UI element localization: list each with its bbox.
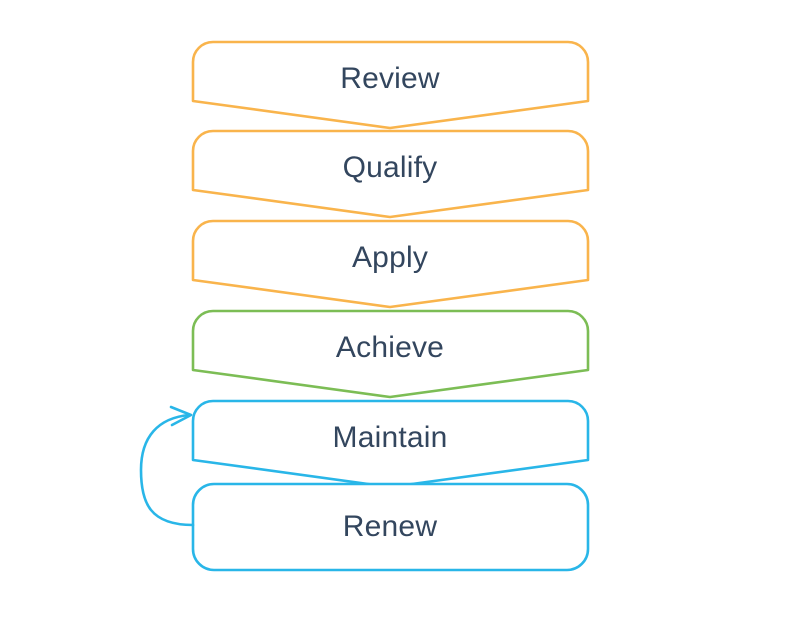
stage-review-shape[interactable] [191, 40, 590, 130]
stage-maintain-shape[interactable] [191, 399, 590, 489]
loop-curve [139, 413, 195, 527]
stage-apply-shape[interactable] [191, 219, 590, 309]
stage-maintain[interactable]: Maintain [191, 399, 590, 489]
stage-qualify-shape[interactable] [191, 129, 590, 219]
stage-review[interactable]: Review [191, 40, 590, 130]
stage-qualify[interactable]: Qualify [191, 129, 590, 219]
loop-arrowhead-icon [169, 405, 193, 427]
stage-review-label: Review [340, 62, 440, 95]
stage-qualify-label: Qualify [343, 151, 438, 184]
stage-maintain-label: Maintain [333, 421, 448, 454]
stage-renew-shape[interactable] [191, 482, 590, 572]
stage-apply[interactable]: Apply [191, 219, 590, 309]
stage-achieve[interactable]: Achieve [191, 309, 590, 399]
stage-apply-label: Apply [352, 241, 428, 274]
stage-achieve-label: Achieve [336, 331, 444, 364]
stage-renew[interactable]: Renew [191, 482, 590, 572]
stage-achieve-shape[interactable] [191, 309, 590, 399]
renew-to-maintain-loop[interactable] [139, 405, 195, 527]
stage-renew-label: Renew [343, 510, 438, 543]
